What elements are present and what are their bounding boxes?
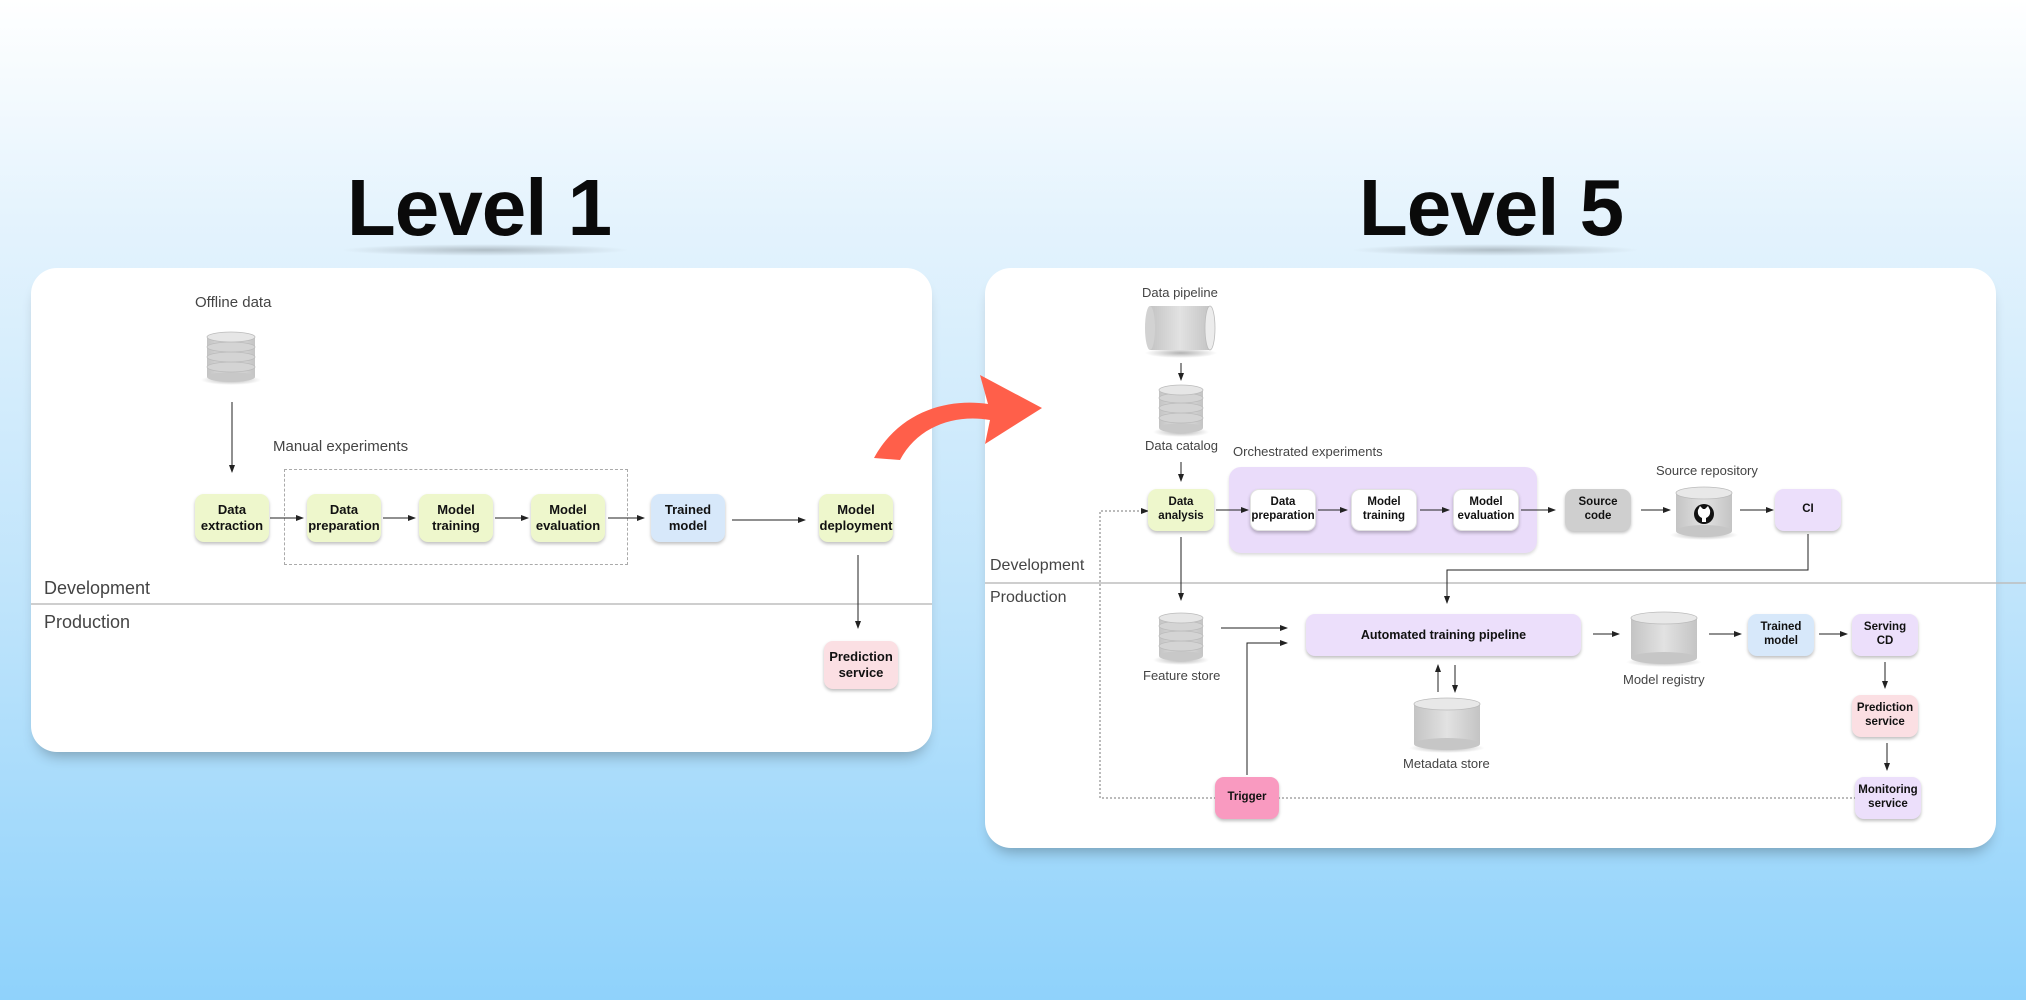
source-code-node[interactable]: Source code [1565, 489, 1631, 531]
pipeline-cylinder-icon [1145, 305, 1217, 358]
level-5-production-label: Production [990, 589, 1067, 606]
level-1-development-label: Development [44, 578, 151, 598]
model-evaluation-text: Model evaluation [535, 502, 601, 533]
data-analysis-text: Data analysis [1158, 496, 1204, 522]
model-training-text: Model training [432, 502, 480, 533]
orchestrated-experiments-label: Orchestrated experiments [1233, 444, 1383, 459]
orchestrated-data-preparation-text: Data preparation [1251, 496, 1315, 522]
level-5-trained-model-node[interactable]: Trained model [1748, 614, 1814, 656]
trained-model-node[interactable]: Trained model [651, 494, 725, 542]
monitoring-service-text: Monitoring service [1858, 784, 1918, 810]
trigger-node[interactable]: Trigger [1215, 777, 1279, 819]
data-pipeline-label: Data pipeline [1142, 285, 1218, 300]
metadata-store-cylinder [1409, 697, 1485, 753]
level-5-panel [985, 268, 1996, 848]
monitoring-service-node[interactable]: Monitoring service [1855, 777, 1921, 819]
feature-store-database-icon [1153, 612, 1209, 665]
model-registry-cylinder [1626, 611, 1702, 667]
level-1-production-label: Production [44, 612, 131, 632]
serving-cd-text: Serving CD [1863, 621, 1907, 647]
offline-data-label: Offline data [195, 294, 272, 311]
orchestrated-data-preparation-node[interactable]: Data preparation [1250, 489, 1316, 531]
ci-text: CI [1802, 503, 1814, 516]
model-training-node[interactable]: Model training [419, 494, 493, 542]
prediction-service-text: Prediction service [829, 649, 893, 680]
level-5-title-shadow [1350, 244, 1640, 256]
data-extraction-text: Data extraction [200, 502, 264, 533]
data-catalog-label: Data catalog [1145, 438, 1218, 453]
curved-arrow-icon [874, 375, 1042, 460]
serving-cd-node[interactable]: Serving CD [1852, 614, 1918, 656]
feature-store-label: Feature store [1143, 668, 1221, 683]
orchestrated-model-training-node[interactable]: Model training [1351, 489, 1417, 531]
level-5-development-label: Development [990, 557, 1085, 574]
data-catalog-database-icon [1153, 384, 1209, 437]
level-1-title-shadow [340, 244, 630, 256]
trigger-text: Trigger [1227, 791, 1267, 804]
source-code-text: Source code [1578, 496, 1618, 522]
orchestrated-model-evaluation-text: Model evaluation [1457, 496, 1515, 522]
manual-experiments-label: Manual experiments [273, 438, 409, 455]
data-extraction-node[interactable]: Data extraction [195, 494, 269, 542]
level-5-title: Level 5 [1358, 163, 1624, 252]
level-5-prediction-service-node[interactable]: Prediction service [1852, 695, 1918, 737]
manual-experiments-box [284, 469, 628, 565]
orchestrated-model-training-text: Model training [1362, 496, 1406, 522]
metadata-store-label: Metadata store [1403, 756, 1490, 771]
trained-model-text: Trained model [664, 502, 712, 533]
level-1-title: Level 1 [346, 163, 612, 252]
level-5-trained-model-text: Trained model [1760, 621, 1802, 647]
automated-training-pipeline-text: Automated training pipeline [1360, 627, 1527, 642]
data-preparation-node[interactable]: Data preparation [307, 494, 381, 542]
offline-data-database-icon [201, 331, 261, 385]
source-repository-label: Source repository [1656, 463, 1758, 478]
ci-node[interactable]: CI [1775, 489, 1841, 531]
model-evaluation-node[interactable]: Model evaluation [531, 494, 605, 542]
level-5-prediction-service-text: Prediction service [1856, 702, 1914, 728]
data-preparation-text: Data preparation [308, 502, 380, 533]
prediction-service-node[interactable]: Prediction service [824, 641, 898, 689]
automated-training-pipeline-node[interactable]: Automated training pipeline [1306, 614, 1581, 656]
orchestrated-model-evaluation-node[interactable]: Model evaluation [1453, 489, 1519, 531]
data-analysis-node[interactable]: Data analysis [1148, 489, 1214, 531]
model-deployment-node[interactable]: Model deployment [819, 494, 893, 542]
model-deployment-text: Model deployment [819, 502, 893, 533]
github-icon [1694, 504, 1714, 524]
model-registry-label: Model registry [1623, 672, 1705, 687]
